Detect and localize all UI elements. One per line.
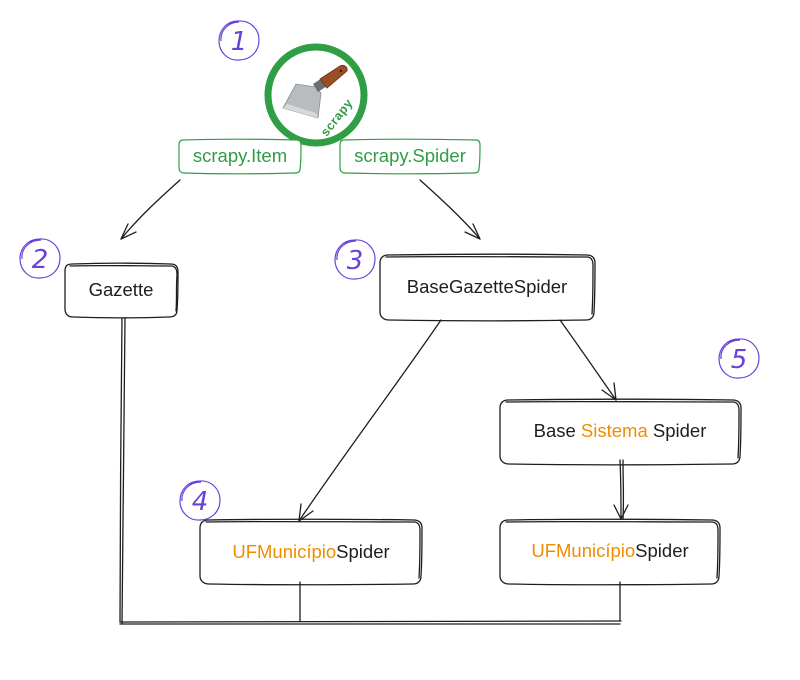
arrow-base-gazette-spider-to-base-sistema-spider <box>559 319 617 401</box>
base-sistema-prefix: Base <box>534 420 576 441</box>
uf-spider-right-suffix: Spider <box>635 540 688 561</box>
uf-municipio-spider-node-left: UFMunicípioSpider <box>199 518 423 586</box>
scrapy-spider-label: scrapy.Spider <box>354 145 466 166</box>
base-sistema-spider-node-label: Base Sistema Spider <box>534 420 707 441</box>
step-number-1: 1 <box>218 20 260 61</box>
gazette-connector-lines <box>119 317 622 625</box>
step-number-1-text: 1 <box>231 27 248 57</box>
step-number-3: 3 <box>334 239 376 280</box>
step-number-3-text: 3 <box>347 246 364 276</box>
scrapy-spatula-icon <box>282 64 348 119</box>
uf-spider-left-suffix: Spider <box>336 541 389 562</box>
uf-municipio-spider-left-label: UFMunicípioSpider <box>232 541 389 562</box>
arrow-item-to-gazette <box>120 179 181 240</box>
uf-municipio-spider-node-right: UFMunicípioSpider <box>499 518 721 586</box>
step-number-4: 4 <box>179 480 221 521</box>
base-sistema-suffix: Spider <box>653 420 706 441</box>
scrapy-item-label: scrapy.Item <box>193 145 287 166</box>
base-gazette-spider-node: BaseGazetteSpider <box>379 253 596 322</box>
gazette-node-label: Gazette <box>89 279 154 300</box>
scrapy-item-tag: scrapy.Item <box>178 138 302 175</box>
scrapy-spider-tag: scrapy.Spider <box>339 138 481 175</box>
arrow-base-sistema-spider-to-uf-spider-right <box>613 459 629 520</box>
step-number-5: 5 <box>718 338 760 379</box>
step-number-2-text: 2 <box>32 245 49 275</box>
uf-spider-right-highlight: UFMunicípio <box>531 540 635 561</box>
base-sistema-spider-node: Base Sistema Spider <box>499 398 742 466</box>
base-sistema-highlight: Sistema <box>581 420 649 441</box>
step-number-5-text: 5 <box>731 345 748 375</box>
step-number-4-text: 4 <box>192 487 209 517</box>
arrow-spider-to-base-gazette-spider <box>419 179 481 240</box>
step-number-2: 2 <box>19 238 61 279</box>
base-gazette-spider-node-label: BaseGazetteSpider <box>407 276 567 297</box>
scrapy-logo: scrapy <box>264 43 368 147</box>
uf-spider-left-highlight: UFMunicípio <box>232 541 336 562</box>
uf-municipio-spider-right-label: UFMunicípioSpider <box>531 540 688 561</box>
gazette-node: Gazette <box>64 262 179 319</box>
arrow-base-gazette-spider-to-uf-spider-left <box>298 319 442 522</box>
